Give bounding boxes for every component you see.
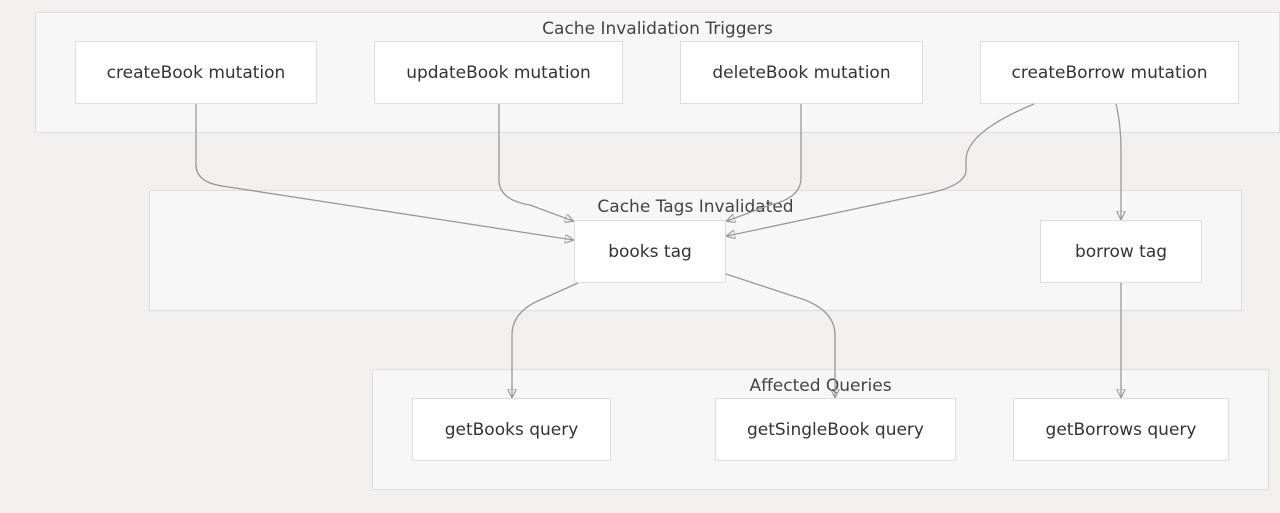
node-get-borrows-query[interactable]: getBorrows query [1013, 398, 1229, 461]
node-create-borrow-mutation[interactable]: createBorrow mutation [980, 41, 1239, 104]
group-title-triggers: Cache Invalidation Triggers [542, 19, 773, 39]
node-borrow-tag[interactable]: borrow tag [1040, 220, 1202, 283]
node-books-tag[interactable]: books tag [574, 220, 726, 283]
node-delete-book-mutation[interactable]: deleteBook mutation [680, 41, 923, 104]
node-update-book-mutation[interactable]: updateBook mutation [374, 41, 623, 104]
node-create-book-mutation[interactable]: createBook mutation [75, 41, 317, 104]
node-get-books-query[interactable]: getBooks query [412, 398, 611, 461]
group-title-tags: Cache Tags Invalidated [597, 197, 794, 217]
group-title-queries: Affected Queries [749, 376, 892, 396]
node-get-single-book-query[interactable]: getSingleBook query [715, 398, 956, 461]
